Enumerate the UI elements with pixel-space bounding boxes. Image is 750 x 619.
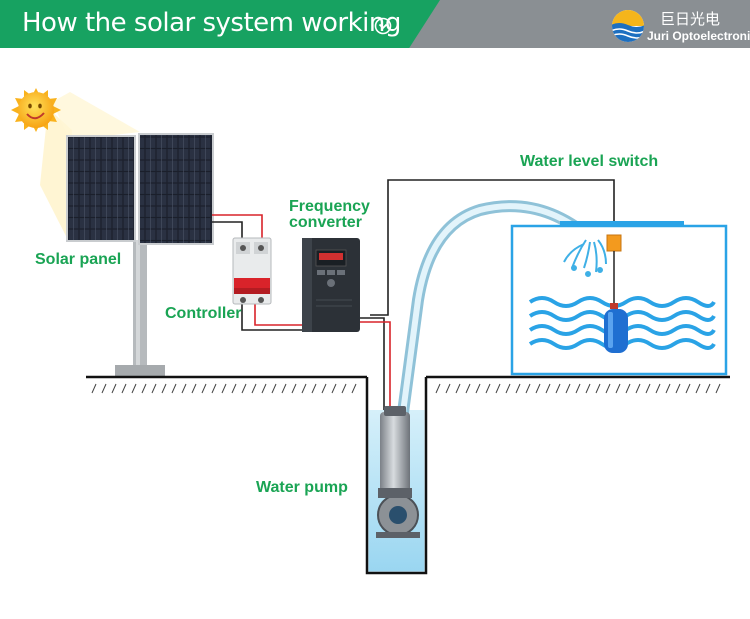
solar-panel xyxy=(66,133,214,377)
brand-name-chinese: 巨日光电 xyxy=(660,10,721,28)
frequency-converter-label-line2: converter xyxy=(289,214,362,231)
sun-ray-glow xyxy=(40,108,72,240)
brand-name-english: Juri Optoelectronic xyxy=(647,29,750,43)
water-level-switch-label: Water level switch xyxy=(520,153,659,170)
water-pipe xyxy=(396,200,596,426)
header-bar: How the solar system working 巨日光电 Juri O… xyxy=(0,0,750,48)
solar-panel-label: Solar panel xyxy=(35,251,122,268)
sun-ray-glow-upper xyxy=(52,92,140,140)
ground xyxy=(86,375,730,575)
chevron-down-icon[interactable] xyxy=(374,17,392,35)
controller-label: Controller xyxy=(165,305,242,322)
company-logo-icon xyxy=(612,10,644,42)
water-pump-label: Water pump xyxy=(256,479,348,496)
frequency-converter-label-line1: Frequency xyxy=(289,198,370,215)
sun-icon xyxy=(11,88,61,132)
water-splash xyxy=(563,239,607,277)
water-pump xyxy=(376,406,420,538)
controller xyxy=(232,237,272,305)
page-title: How the solar system working xyxy=(22,8,401,38)
header-green-banner xyxy=(0,0,440,48)
water-level-switch xyxy=(604,234,628,353)
frequency-converter xyxy=(302,238,360,332)
